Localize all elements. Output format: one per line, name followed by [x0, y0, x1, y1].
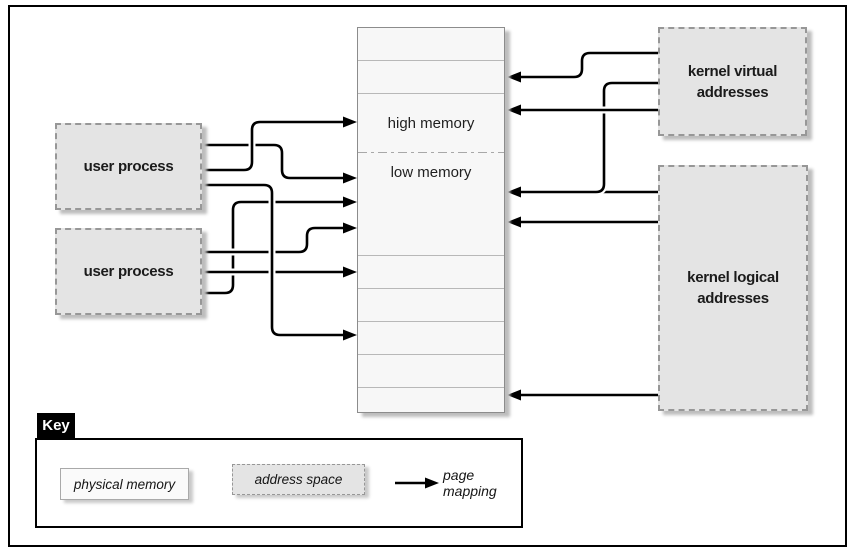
arrowhead-icon	[343, 196, 357, 208]
low-memory-label: low memory	[390, 164, 472, 181]
page-mapping-sample-arrow	[395, 477, 439, 489]
kernel-virtual-line2: addresses	[696, 83, 769, 101]
kernel-logical-line2: addresses	[697, 290, 769, 307]
mapping-line-user2-low-up	[203, 198, 343, 297]
arrowhead-icon	[507, 186, 521, 198]
memory-page-cell	[358, 321, 504, 354]
memory-page-cell	[358, 60, 504, 93]
kernel-virtual-addresses-box: kernel virtual addresses	[658, 27, 807, 136]
kernel-logical-addresses-box: kernel logical addresses	[658, 165, 808, 411]
arrowhead-icon	[343, 222, 357, 234]
user-process-1-label: user process	[83, 158, 174, 175]
high-low-memory-divider	[358, 152, 504, 153]
physical-memory-swatch: physical memory	[60, 468, 189, 500]
mapping-line-user2-low	[203, 224, 343, 256]
kernel-logical-line1: kernel logical	[687, 269, 779, 286]
user-process-2-label: user process	[83, 263, 174, 280]
page-mapping-key-item: page mapping	[443, 467, 521, 499]
key-title: Key	[42, 417, 70, 434]
kernel-virtual-addresses-label: kernel virtual addresses	[688, 61, 777, 103]
mapping-line-user1-down	[203, 181, 343, 339]
high-memory-cell: high memory	[358, 93, 504, 153]
physical-memory-column: high memory low memory	[357, 27, 505, 413]
memory-page-cell	[358, 354, 504, 387]
high-memory-label: high memory	[387, 115, 475, 132]
key-box: physical memory address space page mappi…	[35, 438, 523, 528]
kernel-virtual-line1: kernel virtual	[687, 62, 778, 80]
page-mapping-key-label: page mapping	[443, 467, 497, 499]
arrowhead-icon	[425, 477, 439, 489]
user-process-2-box: user process	[55, 228, 202, 315]
mapping-line-user1-high	[203, 118, 343, 174]
key-tab: Key	[37, 413, 75, 438]
mapping-line-user1-low	[203, 141, 343, 182]
arrowhead-icon	[343, 116, 357, 128]
arrowhead-icon	[507, 216, 521, 228]
physical-memory-key-label: physical memory	[73, 476, 176, 492]
kernel-logical-addresses-label: kernel logical addresses	[687, 267, 779, 309]
mapping-line-kvirtual-1	[521, 49, 658, 81]
address-space-swatch: address space	[232, 464, 365, 495]
arrowhead-icon	[507, 71, 521, 83]
arrowhead-icon	[507, 389, 521, 401]
memory-page-cell	[358, 288, 504, 321]
arrowhead-icon	[343, 172, 357, 184]
low-memory-cell: low memory	[358, 152, 504, 255]
arrowhead-icon	[507, 104, 521, 116]
memory-page-cell	[358, 28, 504, 60]
mapping-line-kvirtual-merge	[521, 79, 658, 196]
figure-frame	[8, 5, 847, 547]
address-space-key-label: address space	[254, 472, 343, 487]
arrowhead-icon	[343, 329, 357, 341]
memory-page-cell	[358, 255, 504, 288]
user-process-1-box: user process	[55, 123, 202, 210]
memory-page-cell	[358, 387, 504, 412]
arrowhead-icon	[343, 266, 357, 278]
